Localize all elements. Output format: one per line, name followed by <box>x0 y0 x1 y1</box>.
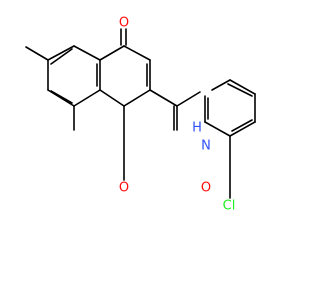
bond-25 <box>229 79 256 95</box>
bond-8 <box>50 48 73 65</box>
bond-1 <box>73 89 101 107</box>
bond-27 <box>229 121 256 137</box>
bond-23 <box>176 91 201 107</box>
bond-4 <box>47 45 75 61</box>
atom-labels: O O O H N Cl <box>119 16 235 214</box>
bond-14 <box>123 89 151 107</box>
bond-20 <box>149 89 178 107</box>
bond-28 <box>204 121 231 137</box>
atom-label-o-carbonyl-ring: O <box>119 16 129 31</box>
atom-label-h-amide: H <box>192 121 202 136</box>
molecule-structure: O O O H N Cl <box>25 16 256 214</box>
bond-5 <box>73 45 101 61</box>
atom-label-n-amide: N <box>201 139 211 154</box>
atom-label-o-ring: O <box>119 181 129 196</box>
bond-lines <box>25 28 256 199</box>
atom-label-cl: Cl <box>223 199 236 214</box>
bond-7 <box>50 90 73 104</box>
bond-24 <box>211 79 231 91</box>
atom-label-o-amide: O <box>201 181 211 196</box>
bond-15 <box>99 89 125 107</box>
bond-30 <box>227 83 253 97</box>
bond-31 <box>231 119 253 132</box>
bond-9 <box>25 46 49 61</box>
bond-11 <box>99 45 125 61</box>
bond-12 <box>123 45 151 61</box>
